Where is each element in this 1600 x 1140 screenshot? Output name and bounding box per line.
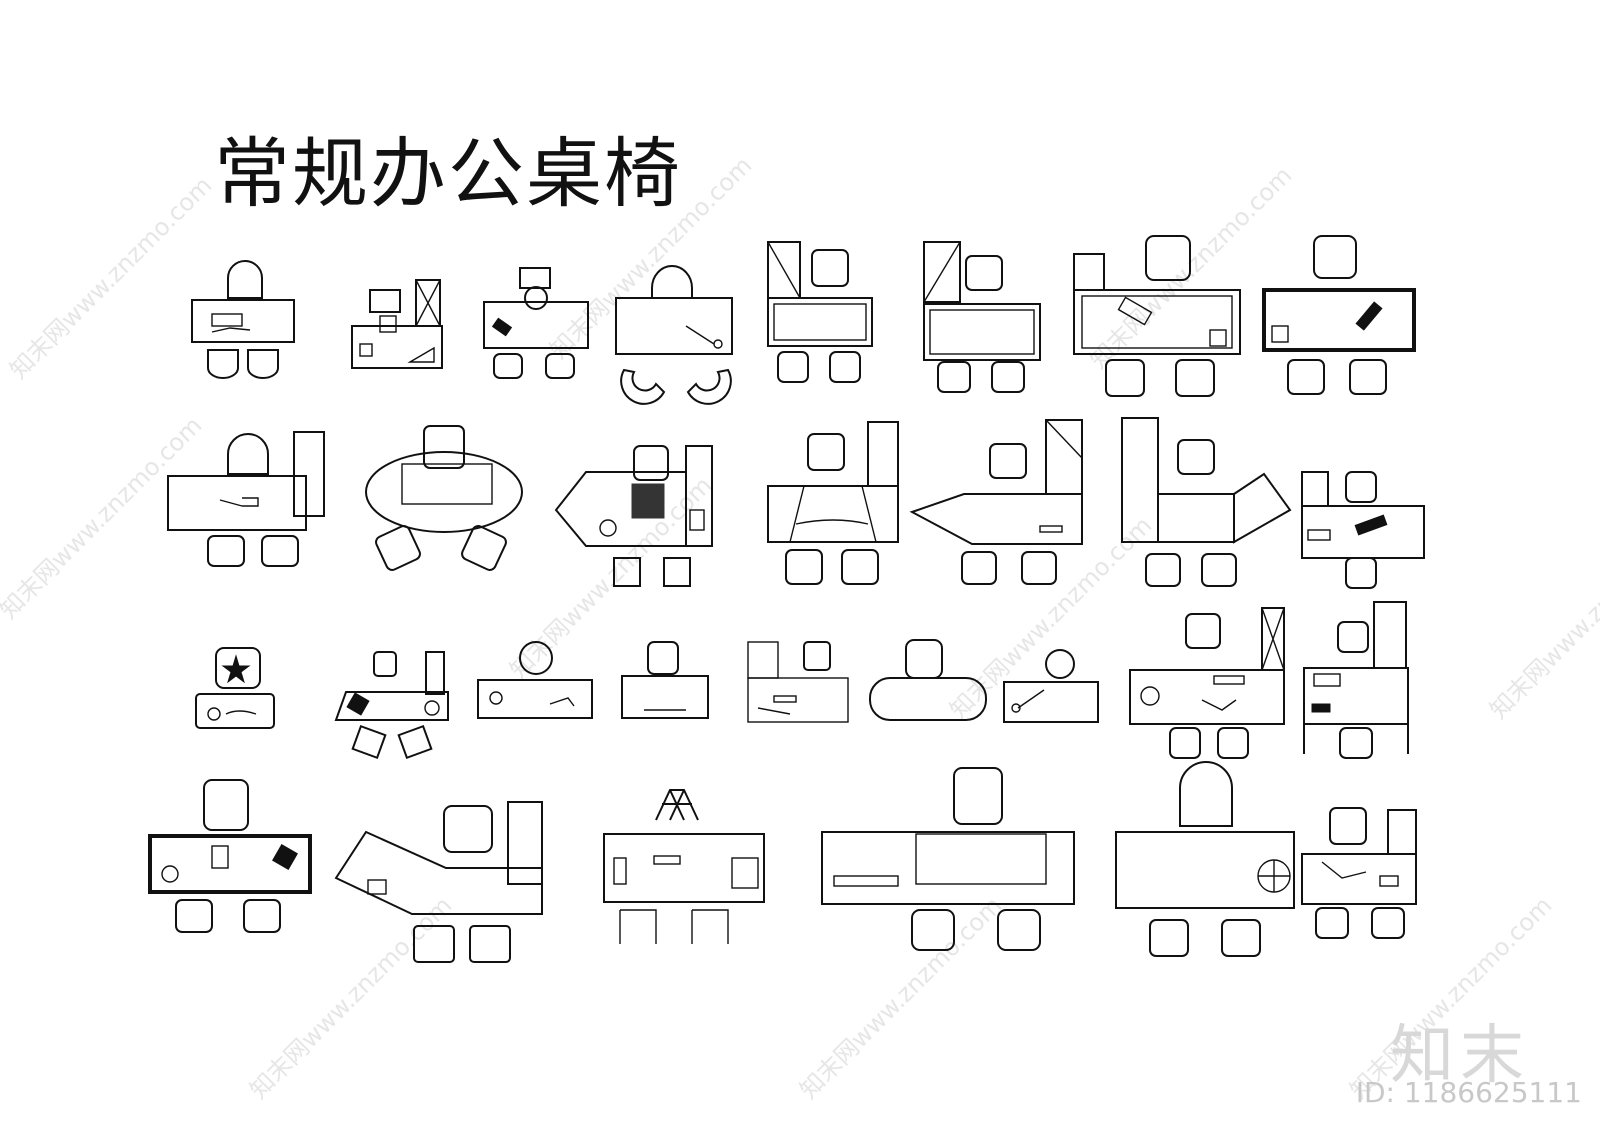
desk-set [747,641,849,723]
desk-set [909,419,1083,585]
desk-set [1301,471,1425,589]
desk-set [767,421,899,585]
desk-set [148,779,312,933]
desk-set [767,241,873,383]
desk-set [615,265,733,405]
watermark-text: 知末网www.znzmo.com [244,891,457,1104]
watermark-text: 知末网www.znzmo.com [4,171,217,384]
desk-set [869,639,987,721]
watermark-text: 知末网www.znzmo.com [0,411,207,624]
desk-set [365,425,523,571]
desk-set [351,279,443,369]
desk-set [923,241,1041,393]
desk-set [1003,649,1099,723]
watermark-logo: 知末 [1390,1019,1530,1093]
desk-set [1073,235,1241,397]
desk-set [195,647,275,729]
desk-set [334,801,543,963]
desk-set [603,789,765,944]
desk-set [191,260,295,379]
watermark-text: 知末网www.znzmo.com [794,891,1007,1104]
desk-set [821,767,1075,951]
desk-set [1303,601,1409,759]
desk-set [554,445,713,587]
desk-set [1129,607,1285,759]
watermark-text: 知末网www.znzmo.com [1484,511,1600,724]
desk-set [1121,417,1292,587]
desk-set [1301,807,1417,939]
desk-set [1115,761,1295,957]
desk-set [167,431,325,567]
desk-set [621,641,709,719]
page-title: 常规办公桌椅 [214,129,682,218]
image-id-label: ID: 1186625111 [1355,1076,1582,1109]
desk-set [477,641,593,719]
desk-set [334,651,449,760]
desk-set [483,267,589,379]
desk-set [1262,235,1416,395]
